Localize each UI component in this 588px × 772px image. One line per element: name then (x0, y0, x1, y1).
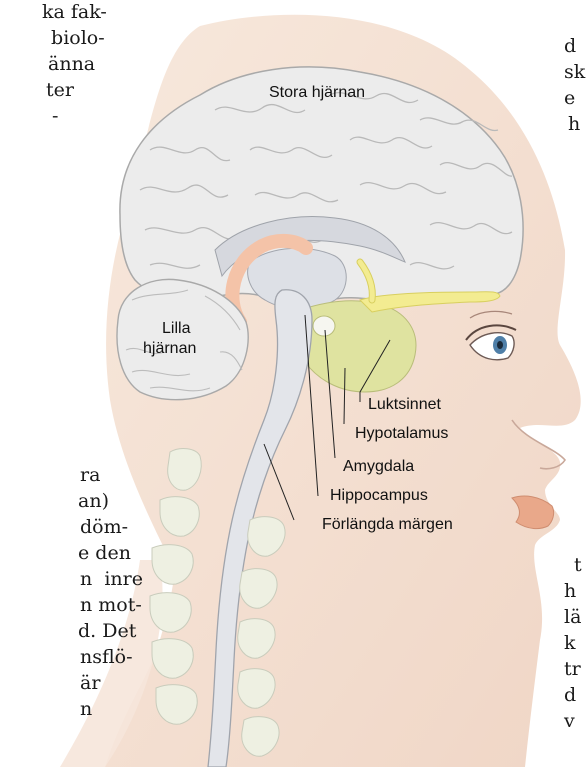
text-left-7: an) (78, 489, 109, 513)
text-right-2: sk (564, 60, 585, 84)
label-cerebrum: Stora hjärnan (269, 84, 365, 101)
text-left-9: e den (78, 541, 131, 565)
text-right-5: t (574, 553, 582, 577)
text-right-11: v (564, 709, 575, 733)
label-amygdala: Amygdala (343, 458, 414, 475)
text-right-10: d (564, 683, 576, 707)
label-smell: Luktsinnet (368, 396, 441, 413)
text-left-6: ra (80, 463, 100, 487)
text-left-10: n inre (80, 567, 143, 591)
text-right-9: tr (564, 657, 581, 681)
text-right-1: d (564, 34, 576, 58)
text-left-8: döm- (80, 515, 128, 539)
text-right-7: lä (564, 605, 581, 629)
text-left-14: är (80, 671, 100, 695)
text-left-13: nsflö- (80, 645, 133, 669)
label-cerebellum-line1: Lilla (162, 320, 191, 337)
label-hypothalamus: Hypotalamus (355, 425, 448, 442)
label-cerebellum-line2: hjärnan (143, 340, 196, 357)
text-left-4: ter (46, 78, 74, 102)
amygdala (313, 316, 335, 336)
text-left-11: n mot- (80, 593, 142, 617)
text-left-3: änna (48, 52, 95, 76)
text-left-2: biolo- (45, 26, 105, 50)
text-left-5: - (52, 104, 58, 128)
label-medulla: Förlängda märgen (322, 516, 453, 533)
label-hippocampus: Hippocampus (330, 487, 428, 504)
text-right-8: k (564, 631, 576, 655)
text-right-6: h (564, 579, 576, 603)
text-right-3: e (564, 86, 575, 110)
text-left-12: d. Det (78, 619, 136, 643)
text-left-15: n (80, 697, 92, 721)
text-right-4: h (568, 112, 580, 136)
text-left-1: ka fak- (42, 0, 107, 24)
